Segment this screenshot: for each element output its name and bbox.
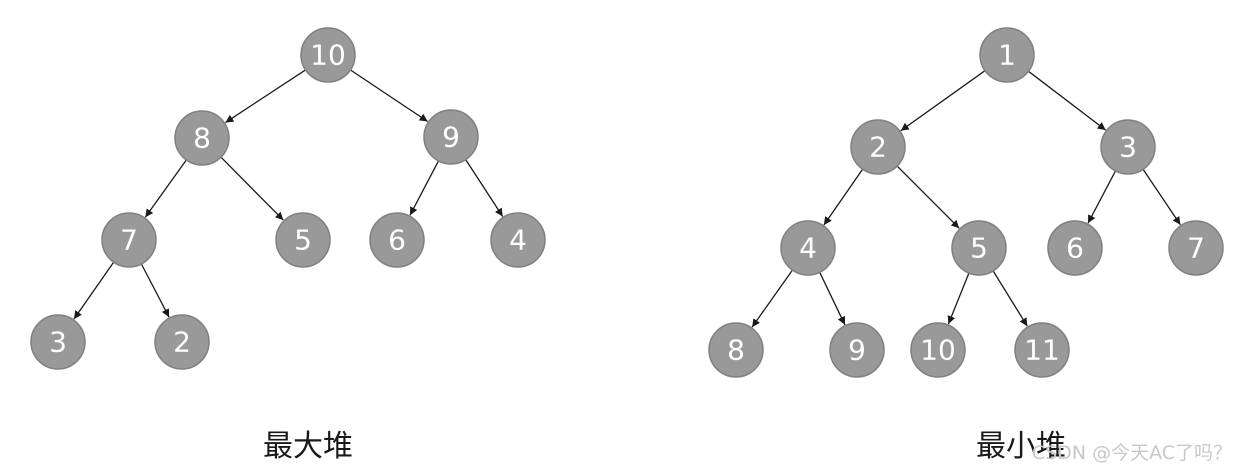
min-heap-node-label: 6 (1066, 232, 1084, 265)
min-heap-node-circle (829, 322, 885, 378)
min-heap-node-label: 5 (970, 232, 988, 265)
min-heap-node-label: 9 (848, 334, 866, 367)
min-heap-node-1: 1 (979, 27, 1035, 83)
min-heap-node-10: 10 (910, 322, 966, 378)
min-heap-node-11: 11 (1014, 322, 1070, 378)
min-heap-node-label: 7 (1187, 232, 1205, 265)
max-heap-node-8: 8 (174, 110, 230, 166)
min-heap-node-3: 3 (1100, 119, 1156, 175)
min-heap-node-2: 2 (850, 119, 906, 175)
max-heap-node-label: 6 (388, 224, 406, 257)
min-heap-node-7: 7 (1168, 220, 1224, 276)
max-heap-node-7: 7 (101, 212, 157, 268)
max-heap-node-circle (300, 27, 356, 83)
max-heap-edge-10-to-9 (350, 69, 429, 123)
min-heap-node-label: 8 (727, 334, 745, 367)
max-heap-node-label: 3 (49, 326, 67, 359)
min-heap-node-circle (1047, 220, 1103, 276)
min-heap-node-circle (708, 322, 764, 378)
max-heap-node-circle (174, 110, 230, 166)
min-heap-edge-1-to-3 (1028, 70, 1107, 131)
min-heap-node-label: 4 (799, 232, 817, 265)
max-heap-tree: 10 8 9 7 5 6 4 3 2 最大堆 (30, 27, 546, 464)
min-heap-node-circle (910, 322, 966, 378)
max-heap-node-circle (101, 212, 157, 268)
min-heap-node-label: 3 (1119, 131, 1137, 164)
max-heap-node-6: 6 (369, 212, 425, 268)
min-heap-edge-1-to-2 (900, 70, 986, 132)
max-heap-edge-10-to-8 (225, 69, 306, 124)
max-heap-nodes: 10 8 9 7 5 6 4 3 2 (30, 27, 546, 370)
min-heap-tree: 1 2 3 4 5 6 7 8 9 10 11 最小堆 (708, 27, 1224, 464)
max-heap-node-2: 2 (154, 314, 210, 370)
max-heap-edge-8-to-7 (144, 159, 187, 218)
min-heap-node-label: 1 (998, 39, 1016, 72)
min-heap-node-label: 10 (920, 334, 956, 367)
max-heap-node-label: 2 (173, 326, 191, 359)
max-heap-edge-8-to-5 (220, 156, 284, 221)
max-heap-node-3: 3 (30, 314, 86, 370)
max-heap-node-4: 4 (490, 212, 546, 268)
max-heap-edge-9-to-6 (409, 160, 440, 216)
max-heap-node-circle (423, 109, 479, 165)
min-heap-node-circle (951, 220, 1007, 276)
max-heap-node-9: 9 (423, 109, 479, 165)
min-heap-node-circle (850, 119, 906, 175)
min-heap-node-label: 2 (869, 131, 887, 164)
min-heap-node-circle (1168, 220, 1224, 276)
min-heap-edge-5-to-10 (947, 272, 970, 325)
max-heap-node-label: 5 (294, 224, 312, 257)
min-heap-node-5: 5 (951, 220, 1007, 276)
min-heap-edge-4-to-8 (751, 269, 793, 328)
min-heap-node-label: 11 (1024, 334, 1060, 367)
min-heap-node-4: 4 (780, 220, 836, 276)
min-heap-nodes: 1 2 3 4 5 6 7 8 9 10 11 (708, 27, 1224, 378)
max-heap-edge-7-to-3 (73, 261, 115, 320)
max-heap-node-label: 10 (310, 39, 346, 72)
min-heap-node-6: 6 (1047, 220, 1103, 276)
min-heap-edge-3-to-6 (1087, 170, 1117, 224)
max-heap-node-circle (490, 212, 546, 268)
min-heap-node-circle (780, 220, 836, 276)
max-heap-edges (73, 69, 504, 320)
min-heap-edge-2-to-5 (896, 165, 960, 229)
min-heap-node-9: 9 (829, 322, 885, 378)
max-heap-node-circle (369, 212, 425, 268)
max-heap-node-circle (154, 314, 210, 370)
max-heap-edge-9-to-4 (465, 159, 504, 217)
max-heap-node-label: 8 (193, 122, 211, 155)
min-heap-edge-2-to-4 (823, 168, 864, 226)
min-heap-node-circle (979, 27, 1035, 83)
min-heap-edge-5-to-11 (992, 270, 1028, 327)
max-heap-node-label: 4 (509, 224, 527, 257)
min-heap-caption: 最小堆 (976, 429, 1066, 464)
max-heap-caption: 最大堆 (263, 429, 353, 464)
min-heap-node-8: 8 (708, 322, 764, 378)
max-heap-node-label: 7 (120, 224, 138, 257)
max-heap-node-circle (275, 212, 331, 268)
max-heap-node-10: 10 (300, 27, 356, 83)
max-heap-edge-7-to-2 (140, 263, 170, 318)
max-heap-node-circle (30, 314, 86, 370)
min-heap-node-circle (1100, 119, 1156, 175)
max-heap-node-label: 9 (442, 121, 460, 154)
min-heap-node-circle (1014, 322, 1070, 378)
min-heap-edges (751, 70, 1181, 328)
min-heap-edge-3-to-7 (1142, 169, 1181, 226)
watermark: CSDN @今天AC了吗？ (1032, 442, 1232, 464)
min-heap-edge-4-to-9 (819, 272, 846, 326)
max-heap-node-5: 5 (275, 212, 331, 268)
